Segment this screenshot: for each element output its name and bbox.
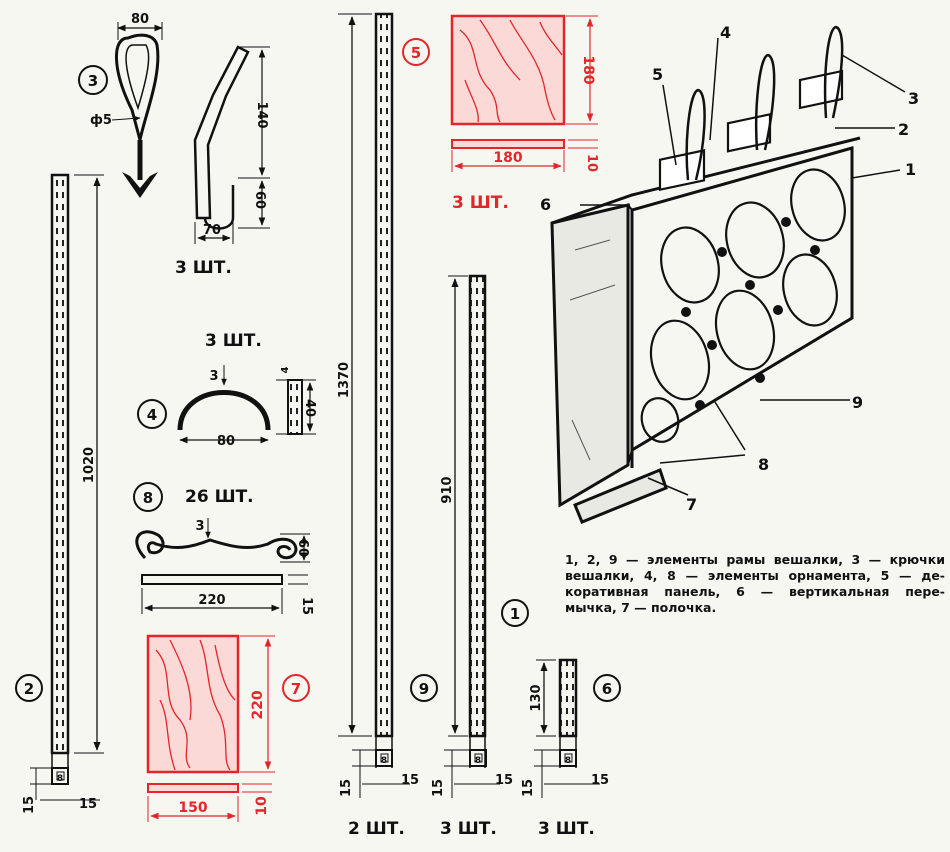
part-1-section-a: 15 (431, 779, 446, 797)
part-3-base: 70 (203, 223, 221, 238)
part-4-arc: 3 ШТ. 4 80 3 40 4 (137, 331, 317, 449)
part-6-section: 15 15 8 (521, 749, 609, 798)
assembly-view: 1 2 3 4 5 6 7 8 9 (540, 23, 919, 524)
part-1-rod: 910 9 15 15 8 3 ШТ. 1 (410, 274, 529, 839)
part-3-width: 80 (131, 12, 149, 27)
part-8-thick: 3 (195, 519, 204, 534)
part-8-strip: 15 (299, 597, 314, 615)
part-2-label: 2 (24, 680, 34, 698)
part-5-panel: 5 180 180 10 3 ШТ. (402, 14, 599, 213)
part-1-section: 15 15 8 (431, 749, 513, 798)
caption-line-1: 1, 2, 9 — элементы рамы вешалки, 3 — крю… (565, 552, 945, 567)
assembly-callout-6: 6 (540, 195, 551, 214)
part-3-height: 140 (254, 101, 269, 128)
part-2-rod: 1020 2 15 15 8 (15, 173, 104, 814)
part-3-hook: 3 80 ф5 140 60 70 3 ШТ. (78, 12, 270, 278)
part-9-label: 9 (419, 680, 429, 698)
part-3-label: 3 (88, 72, 98, 90)
part-9-rod: 1370 15 15 8 2 ШТ. (337, 12, 419, 839)
part-6-thickness: 8 (565, 756, 571, 766)
part-5-height: 180 (580, 55, 596, 84)
part-5-qty: 3 ШТ. (452, 193, 509, 213)
part-7-panel: 7 220 150 10 (146, 634, 310, 822)
assembly-callout-4: 4 (720, 23, 731, 42)
caption-line-2: вешалки, 4, 8 — элементы орнамента, 5 — … (565, 568, 945, 583)
part-2-section-b: 15 (79, 797, 97, 812)
part-4-height: 40 (302, 399, 317, 417)
part-3-qty: 3 ШТ. (175, 258, 232, 278)
part-4-thick: 3 (209, 369, 218, 384)
part-8-scroll: 8 26 ШТ. 3 60 220 15 (133, 482, 314, 615)
part-8-label: 8 (143, 489, 153, 507)
part-2-section: 15 15 8 (22, 767, 100, 814)
caption-line-4: мычка, 7 — полочка. (565, 600, 717, 615)
part-9-section-b: 15 (401, 773, 419, 788)
assembly-callout-8: 8 (758, 455, 769, 474)
assembly-callout-5: 5 (652, 65, 663, 84)
part-7-height: 220 (250, 690, 266, 719)
part-2-thickness: 8 (57, 774, 63, 784)
assembly-callout-7: 7 (686, 495, 697, 514)
part-9-qty: 2 ШТ. (348, 819, 405, 839)
part-8-qty: 26 ШТ. (185, 487, 254, 507)
part-8-length: 220 (198, 593, 225, 608)
part-5-width: 180 (493, 150, 522, 166)
assembly-callout-1: 1 (905, 160, 916, 179)
part-6-length: 130 (529, 684, 544, 711)
assembly-callout-3: 3 (908, 89, 919, 108)
part-1-thickness: 8 (475, 756, 481, 766)
part-4-label: 4 (147, 406, 157, 424)
part-1-label: 1 (510, 605, 520, 623)
part-6-rod: 130 6 15 15 8 3 ШТ. (521, 658, 621, 839)
part-2-section-a: 15 (22, 796, 37, 814)
part-6-qty: 3 ШТ. (538, 819, 595, 839)
assembly-callout-2: 2 (898, 120, 909, 139)
part-6-section-b: 15 (591, 773, 609, 788)
part-6-label: 6 (602, 680, 612, 698)
part-8-height: 60 (295, 539, 310, 557)
part-2-length: 1020 (82, 447, 97, 483)
figure-caption: 1, 2, 9 — элементы рамы вешалки, 3 — крю… (565, 552, 945, 616)
part-9-thickness: 8 (381, 756, 387, 766)
part-6-section-a: 15 (521, 779, 536, 797)
part-7-width: 150 (178, 800, 207, 816)
part-1-qty: 3 ШТ. (440, 819, 497, 839)
part-7-label: 7 (291, 680, 301, 698)
caption-line-3: коративная панель, 6 — вертикальная пере… (565, 584, 945, 599)
assembly-callout-9: 9 (852, 393, 863, 412)
part-1-length: 910 (440, 476, 455, 503)
part-5-thick: 10 (584, 154, 599, 172)
part-3-bottom: 60 (252, 191, 267, 209)
part-7-thick: 10 (254, 796, 270, 816)
part-5-label: 5 (411, 44, 421, 62)
part-9-section: 15 15 8 (339, 749, 419, 798)
part-4-qty: 3 ШТ. (205, 331, 262, 351)
part-9-length: 1370 (337, 362, 352, 398)
part-4-small: 4 (280, 366, 291, 373)
part-4-span: 80 (217, 434, 235, 449)
part-3-wire: ф5 (90, 113, 112, 128)
part-1-section-b: 15 (495, 773, 513, 788)
part-9-section-a: 15 (339, 779, 354, 797)
